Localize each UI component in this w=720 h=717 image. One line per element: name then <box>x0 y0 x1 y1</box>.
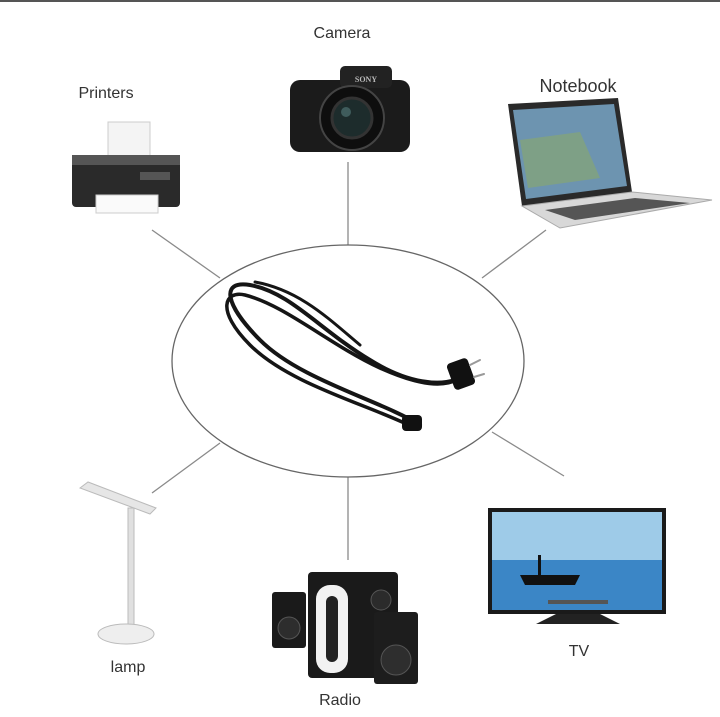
camera-brand-logo: SONY <box>355 75 377 84</box>
power-cord-image <box>225 280 485 431</box>
lamp-image <box>78 481 157 645</box>
label-notebook: Notebook <box>539 76 617 96</box>
line-lamp <box>151 442 221 494</box>
tv-image <box>488 508 666 624</box>
line-notebook <box>481 229 547 279</box>
label-lamp: lamp <box>110 659 146 676</box>
label-radio: Radio <box>319 692 361 709</box>
label-camera: Camera <box>313 25 371 42</box>
connector-lines <box>151 162 565 560</box>
label-printers: Printers <box>78 85 134 102</box>
notebook-image <box>508 98 713 229</box>
line-printers <box>151 229 221 279</box>
line-tv <box>491 431 565 477</box>
center-ellipse <box>171 244 525 478</box>
radio-image <box>272 572 418 684</box>
camera-image: SONY <box>290 66 410 152</box>
printer-image <box>72 121 180 214</box>
label-tv: TV <box>568 643 590 660</box>
top-border <box>0 0 720 2</box>
